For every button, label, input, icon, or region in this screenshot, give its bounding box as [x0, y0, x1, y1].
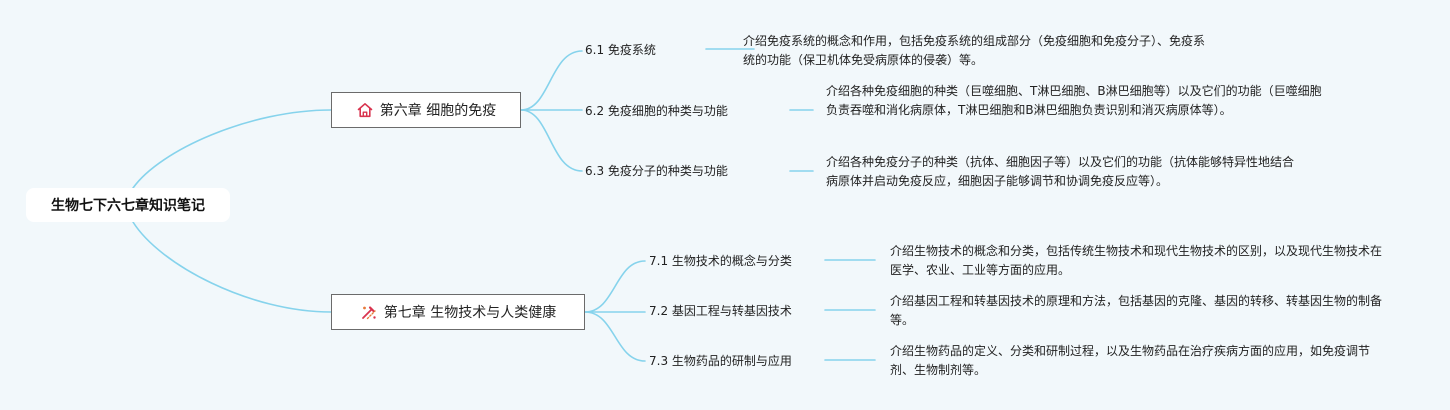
connector-ch7-topic-7-1	[584, 260, 646, 313]
home-icon	[356, 101, 374, 119]
chapter-title: 第六章 细胞的免疫	[379, 103, 497, 119]
topic-6-1[interactable]: 6.1 免疫系统	[585, 43, 656, 57]
root-label: 生物七下六七章知识笔记	[51, 198, 205, 214]
topic-description: 介绍生物技术的概念和分类，包括传统生物技术和现代生物技术的区别，以及现代生物技术…	[890, 244, 1383, 277]
tools-icon	[360, 303, 378, 321]
connector-root-chapter-7	[132, 221, 332, 313]
topic-description: 介绍基因工程和转基因技术的原理和方法，包括基因的克隆、基因的转移、转基因生物的制…	[890, 294, 1383, 327]
topic-description: 介绍生物药品的定义、分类和研制过程，以及生物药品在治疗疾病方面的应用，如免疫调节…	[890, 344, 1371, 377]
chapter-node-7[interactable]: 第七章 生物技术与人类健康	[331, 294, 585, 330]
topic-7-2[interactable]: 7.2 基因工程与转基因技术	[649, 304, 792, 318]
root-node[interactable]: 生物七下六七章知识笔记	[26, 188, 230, 222]
connector-ch7-topic-7-3	[584, 311, 646, 362]
connector-ch6-topic-6-3	[520, 109, 583, 172]
topic-7-1[interactable]: 7.1 生物技术的概念与分类	[649, 254, 792, 268]
topic-6-3[interactable]: 6.3 免疫分子的种类与功能	[585, 164, 728, 178]
connector-root-chapter-6	[132, 109, 332, 189]
chapter-node-6[interactable]: 第六章 细胞的免疫	[331, 92, 521, 128]
topic-7-3[interactable]: 7.3 生物药品的研制与应用	[649, 354, 792, 368]
topic-6-2[interactable]: 6.2 免疫细胞的种类与功能	[585, 104, 728, 118]
connector-ch6-topic-6-1	[520, 50, 583, 111]
chapter-title: 第七章 生物技术与人类健康	[383, 305, 557, 321]
topic-description: 介绍免疫系统的概念和作用，包括免疫系统的组成部分（免疫细胞和免疫分子）、免疫系统…	[743, 34, 1206, 67]
topic-description: 介绍各种免疫细胞的种类（巨噬细胞、T淋巴细胞、B淋巴细胞等）以及它们的功能（巨噬…	[826, 84, 1322, 117]
topic-description: 介绍各种免疫分子的种类（抗体、细胞因子等）以及它们的功能（抗体能够特异性地结合病…	[826, 155, 1295, 188]
